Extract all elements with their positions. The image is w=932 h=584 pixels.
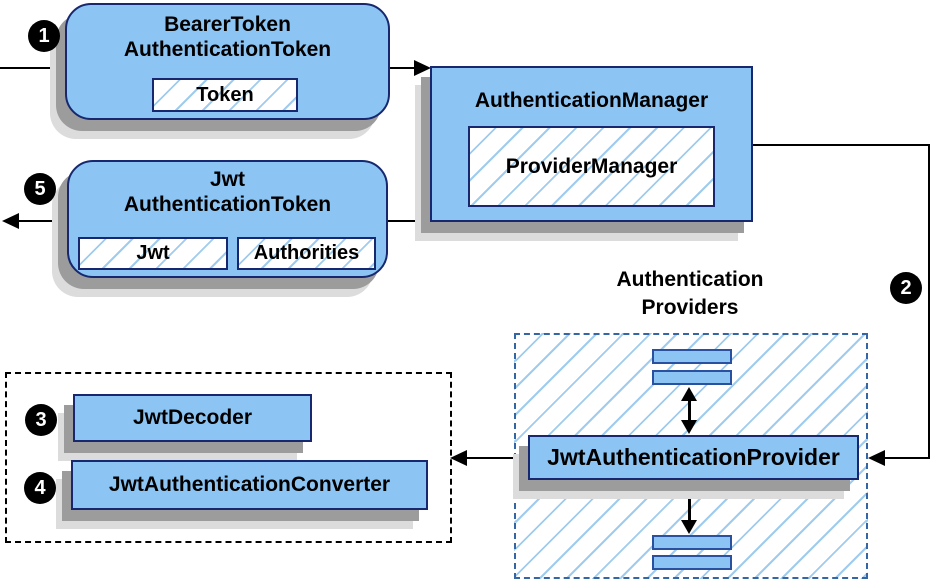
step-2-badge: 2 (890, 272, 922, 304)
jwt-token-title-line2: AuthenticationToken (123, 193, 332, 216)
manager-to-jwttoken-line (388, 220, 432, 222)
outgoing-result-line (16, 220, 67, 222)
manager-to-provider-line-top (753, 144, 930, 146)
provider-manager-chip: ProviderManager (468, 126, 715, 207)
token-chip: Token (152, 78, 298, 112)
bearer-token-title-line2: AuthenticationToken (123, 38, 332, 61)
step-4-badge: 4 (24, 472, 56, 504)
bearer-token-node: BearerToken AuthenticationToken Token (65, 3, 390, 120)
providers-double-arrow-down-icon (681, 520, 697, 534)
provider-to-helpers-arrowhead-icon (450, 450, 467, 466)
providers-double-arrow-shaft (688, 495, 691, 523)
manager-to-provider-line-bottom (884, 457, 930, 459)
jwt-chip: Jwt (78, 237, 228, 270)
bearer-token-title: BearerToken AuthenticationToken (67, 5, 388, 62)
step-5-badge: 5 (24, 173, 56, 205)
bearer-to-manager-arrowhead-icon (414, 60, 431, 76)
outgoing-result-arrowhead-icon (2, 213, 19, 229)
providers-group-label: Authentication Providers (575, 266, 805, 322)
manager-to-provider-arrowhead-icon (868, 450, 885, 466)
authentication-manager-title: AuthenticationManager (474, 89, 709, 112)
bearer-token-title-line1: BearerToken (164, 13, 291, 36)
providers-double-arrow-shaft (688, 398, 691, 424)
providers-group-label-line2: Providers (641, 296, 739, 319)
provider-placeholder-bar (652, 349, 732, 364)
step-3-badge: 3 (25, 404, 57, 436)
providers-double-arrow-up-icon (681, 387, 697, 401)
jwt-decoder-node: JwtDecoder (73, 394, 312, 442)
step-1-badge: 1 (28, 20, 60, 52)
provider-to-helpers-line (466, 457, 528, 459)
providers-double-arrow-up-icon (681, 484, 697, 498)
providers-group-label-line1: Authentication (616, 268, 764, 291)
jwt-authentication-provider-node: JwtAuthenticationProvider (528, 435, 859, 480)
jwt-token-title: Jwt AuthenticationToken (69, 162, 386, 217)
manager-to-provider-line-vertical (928, 144, 930, 459)
provider-placeholder-bar (652, 370, 732, 385)
bearer-to-manager-line (390, 67, 416, 69)
authorities-chip: Authorities (237, 237, 376, 270)
jwt-authentication-token-node: Jwt AuthenticationToken Jwt Authorities (67, 160, 388, 278)
provider-placeholder-bar (652, 535, 732, 550)
jwt-authentication-converter-node: JwtAuthenticationConverter (71, 460, 428, 510)
providers-double-arrow-down-icon (681, 420, 697, 434)
authentication-manager-node: AuthenticationManager ProviderManager (430, 66, 753, 222)
jwt-token-title-line1: Jwt (209, 168, 245, 191)
provider-placeholder-bar (652, 555, 732, 570)
incoming-request-line (0, 67, 65, 69)
